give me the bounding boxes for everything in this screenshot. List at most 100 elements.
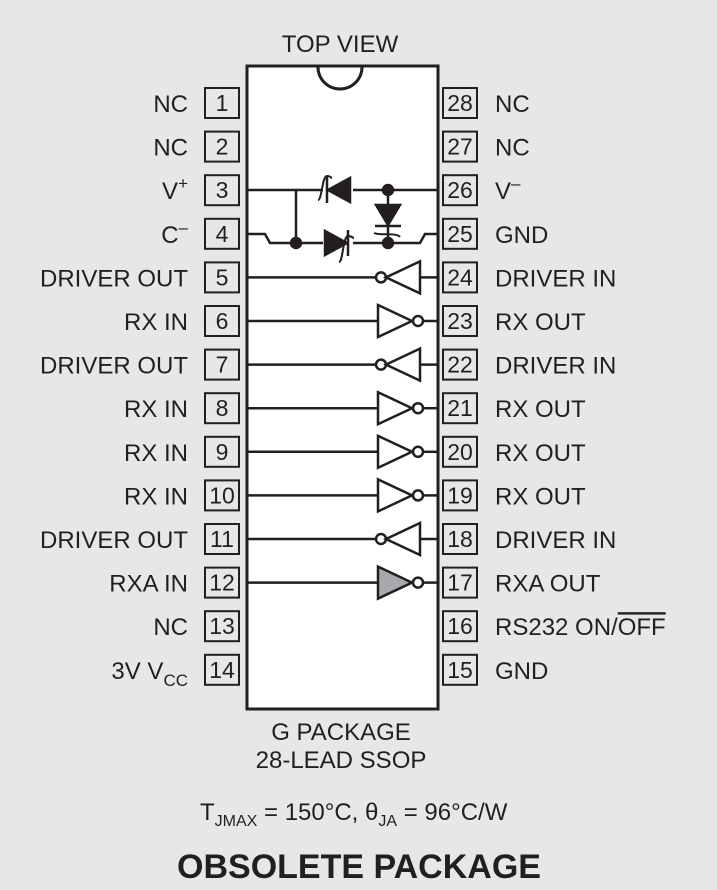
pin-box — [442, 566, 478, 599]
switch-symbol — [338, 234, 355, 263]
pin-number: 6 — [216, 308, 229, 334]
pin-label: C– — [161, 218, 188, 249]
pin-box — [442, 523, 478, 555]
pin-label: RX OUT — [495, 396, 586, 423]
pin-box — [204, 566, 240, 599]
pin-box — [204, 392, 240, 425]
pin-number: 9 — [216, 439, 229, 465]
package-name: G PACKAGE — [271, 719, 411, 746]
pin-label: RXA IN — [109, 571, 188, 598]
pin-label: RXA OUT — [495, 571, 601, 598]
pin-label: RX IN — [124, 440, 188, 467]
junction-dot — [289, 236, 303, 250]
pin-box — [442, 348, 478, 381]
pin-label: NC — [495, 135, 530, 162]
pin-box — [442, 392, 478, 425]
pin-number: 19 — [447, 482, 473, 508]
pin-box — [442, 435, 478, 468]
inversion-bubble — [411, 314, 425, 328]
pin-box — [204, 174, 240, 207]
pin-number: 10 — [209, 482, 235, 508]
pin-label: GND — [495, 222, 548, 249]
top-view-title: TOP VIEW — [282, 31, 399, 58]
pin-number: 8 — [216, 395, 229, 421]
pin-label: RS232 ON/OFF — [495, 614, 666, 641]
pin1-notch — [316, 66, 364, 91]
inversion-bubble — [411, 401, 425, 415]
pin-box — [442, 217, 478, 250]
pin-box — [204, 261, 240, 294]
pin-label: NC — [153, 91, 188, 118]
pin-number: 11 — [210, 526, 234, 552]
pin-label: RX IN — [124, 483, 188, 510]
receiver-buffer — [376, 390, 415, 427]
receiver-buffer — [376, 477, 415, 514]
pin-label: DRIVER OUT — [40, 265, 188, 292]
pin-number: 7 — [216, 352, 229, 378]
pin-number: 16 — [447, 613, 473, 639]
pin-box — [204, 130, 240, 163]
pin-box — [442, 610, 478, 643]
pin-box — [204, 305, 240, 337]
pin-box — [204, 348, 240, 381]
diode-bottom — [323, 228, 350, 258]
inversion-bubble — [411, 576, 425, 589]
pin-number: 23 — [447, 308, 473, 334]
pin-number: 1 — [216, 90, 229, 116]
pin-label: RX OUT — [495, 440, 586, 467]
pin-number: 3 — [216, 177, 229, 203]
pin-number: 24 — [447, 264, 473, 290]
pin-box — [204, 653, 240, 686]
pin-label: NC — [495, 91, 530, 118]
package-body — [245, 64, 440, 711]
receiver-buffer — [376, 303, 415, 339]
receiver-buffer — [376, 433, 415, 470]
pin-label: RX OUT — [495, 483, 586, 510]
pin-label: GND — [495, 658, 548, 685]
pin-box — [204, 217, 240, 250]
pin-number: 4 — [216, 221, 229, 247]
pin-number: 13 — [209, 613, 235, 639]
pin-box — [442, 305, 478, 337]
obsolete-package-label: OBSOLETE PACKAGE — [177, 848, 541, 886]
pin-number: 12 — [209, 570, 235, 596]
pin-number: 27 — [447, 134, 473, 160]
pin-label: V+ — [162, 174, 188, 205]
pin-label: RX IN — [124, 396, 188, 423]
pin-number: 15 — [447, 657, 473, 683]
pin-box — [442, 261, 478, 294]
pin-number: 21 — [447, 395, 473, 421]
switch-symbol — [373, 232, 401, 238]
pin-box — [204, 479, 240, 512]
pin-box — [204, 87, 240, 119]
pin-number: 22 — [447, 352, 473, 378]
switch-symbols — [317, 174, 401, 263]
pin-number: 18 — [447, 526, 473, 552]
rxa-receiver-buffer — [376, 564, 415, 601]
pin-label: RX IN — [124, 309, 188, 336]
pin-number: 14 — [209, 657, 235, 683]
diode-top — [325, 175, 352, 205]
pin-number: 20 — [447, 439, 473, 465]
diode-vertical — [373, 203, 403, 228]
package-type: 28-LEAD SSOP — [256, 747, 427, 774]
pin-label: 3V VCC — [111, 658, 188, 690]
pin-box — [442, 87, 478, 119]
pin-box — [442, 479, 478, 512]
pin-label: NC — [153, 135, 188, 162]
diodes — [289, 175, 403, 258]
pin-number: 5 — [216, 264, 229, 290]
pin-box — [442, 174, 478, 207]
pin-number: 26 — [447, 177, 473, 203]
pin-box — [204, 523, 240, 555]
gates — [247, 259, 438, 601]
thermal-spec: TJMAX = 150°C, θJA = 96°C/W — [200, 799, 508, 830]
junction-dot — [381, 236, 395, 250]
pin-box — [442, 130, 478, 163]
pin-label: RX OUT — [495, 309, 586, 336]
pin-box — [204, 435, 240, 468]
pin-label: DRIVER IN — [495, 527, 616, 554]
pin-label: DRIVER OUT — [40, 353, 188, 380]
pin-label: DRIVER IN — [495, 265, 616, 292]
